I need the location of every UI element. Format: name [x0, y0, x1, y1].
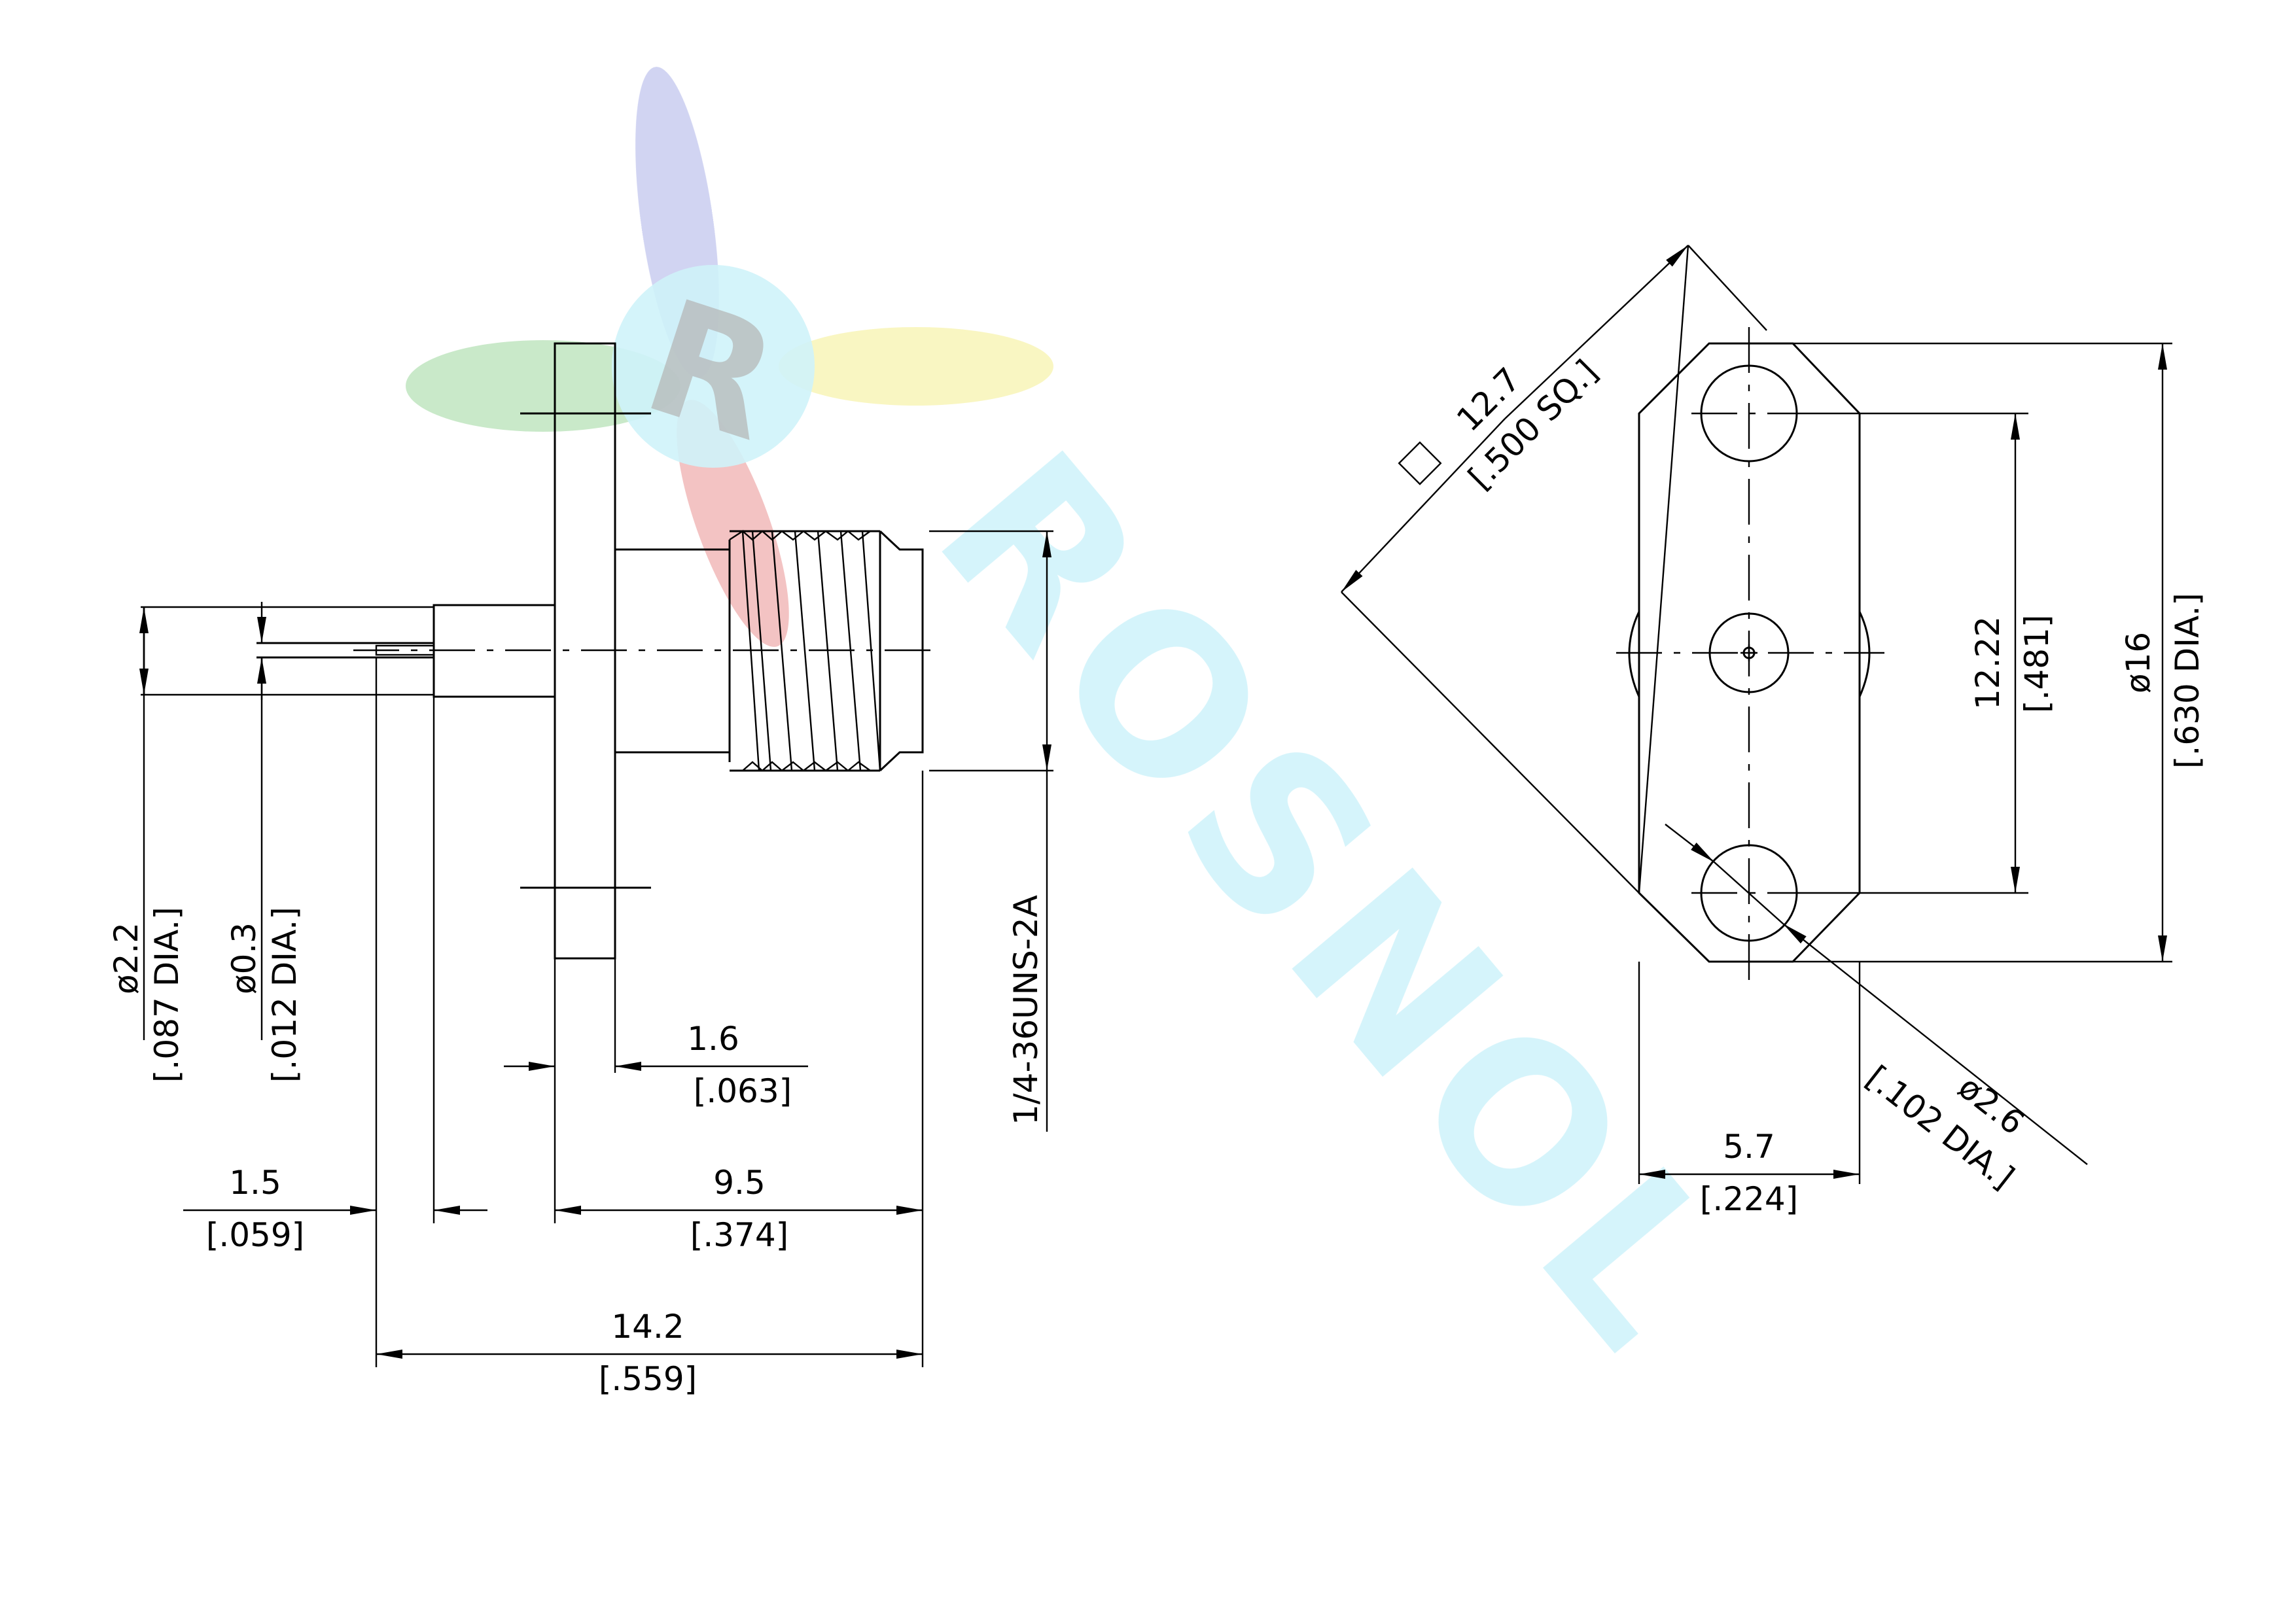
overall-length-mm: 14.2 — [611, 1308, 684, 1346]
pin-dia-in: [.012 DIA.] — [266, 907, 304, 1083]
hole-spacing-in: [.481] — [2018, 615, 2056, 713]
logo-center-circle — [612, 265, 815, 468]
logo-petal-green — [406, 340, 680, 432]
pin-length-mm: 1.5 — [229, 1164, 281, 1202]
overall-length-in: [.559] — [599, 1360, 697, 1398]
rosnol-watermark-logo: R ROSNOL — [406, 67, 1780, 1401]
flange-width-in: [.224] — [1700, 1180, 1798, 1218]
hole-spacing-mm: 12.22 — [1969, 616, 2007, 710]
flange-dia-mm: ø16 — [2119, 632, 2157, 693]
square-symbol — [1398, 441, 1442, 485]
dielectric-dia-mm: ø2.2 — [107, 922, 145, 994]
flange-thickness-mm: 1.6 — [687, 1020, 739, 1058]
flange-width-mm: 5.7 — [1723, 1128, 1775, 1166]
body-length-mm: 9.5 — [713, 1164, 766, 1202]
flange-thickness-in: [.063] — [694, 1072, 792, 1110]
side-view: ø2.2 [.087 DIA.] ø0.3 [.012 DIA.] 1.6 [.… — [107, 342, 1053, 1398]
dielectric-dia-in: [.087 DIA.] — [148, 907, 186, 1083]
body-length-in: [.374] — [690, 1216, 788, 1254]
pin-length-in: [.059] — [206, 1216, 304, 1254]
flange-dia-in: [.630 DIA.] — [2168, 593, 2206, 769]
thread-spec: 1/4-36UNS-2A — [1007, 895, 1045, 1125]
pin-dia-mm: ø0.3 — [225, 922, 263, 994]
logo-petal-yellow — [779, 327, 1053, 406]
